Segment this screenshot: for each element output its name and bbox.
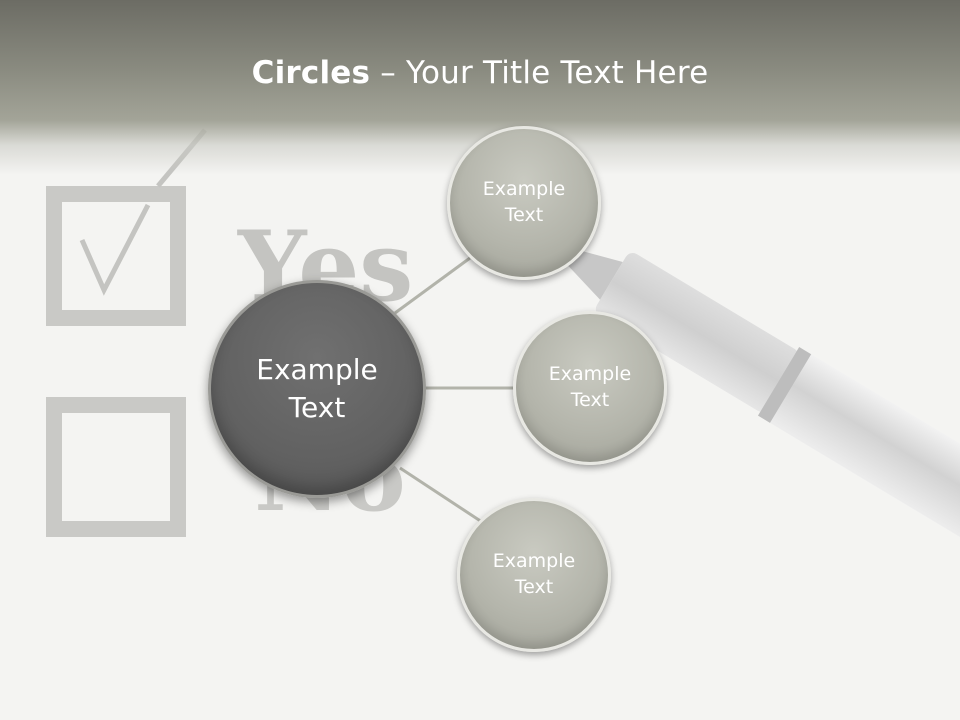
satellite-3-line-1: Example [492,550,576,573]
satellite-1-line-2: Text [504,204,544,226]
empty-box-icon [46,397,186,537]
satellite-2-line-2: Text [570,389,610,411]
center-circle-line-1: Example [256,353,378,387]
satellite-circle-2[interactable]: Example Text [513,311,667,465]
slide-title: Circles – Your Title Text Here [0,55,960,91]
satellite-circle-1[interactable]: Example Text [447,126,601,280]
satellite-2-line-1: Example [548,363,632,386]
pen-icon [557,245,960,578]
title-bold: Circles [251,55,371,91]
satellite-3-line-2: Text [514,576,554,598]
satellite-1-line-1: Example [482,178,566,201]
center-circle[interactable]: Example Text [208,280,426,498]
center-circle-line-2: Text [288,391,346,424]
title-rest: – Your Title Text Here [370,55,709,91]
satellite-circle-3[interactable]: Example Text [457,498,611,652]
